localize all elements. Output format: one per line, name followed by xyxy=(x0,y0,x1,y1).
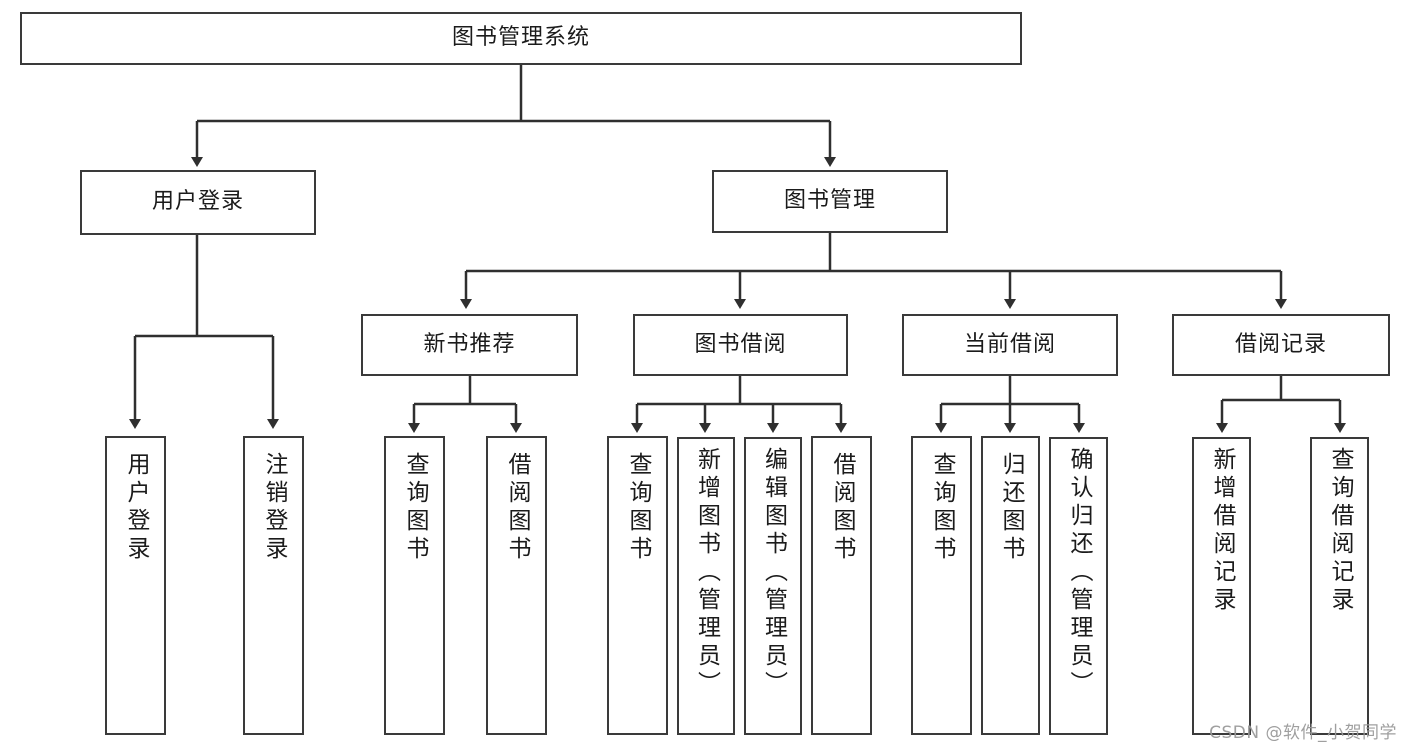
node-label: 查询借阅记录 xyxy=(1327,447,1353,615)
leaf-book-borrow-query-book[interactable]: 查询图书 xyxy=(607,436,668,735)
node-label: 编辑图书（管理员） xyxy=(760,447,787,699)
node-label: 当前借阅 xyxy=(963,331,1056,357)
node-label: 归还图书 xyxy=(998,452,1024,564)
leaf-book-borrow-borrow-book[interactable]: 借阅图书 xyxy=(811,436,872,735)
node-label: 注销登录 xyxy=(261,452,287,564)
node-user-login[interactable]: 用户登录 xyxy=(80,170,316,235)
leaf-borrow-record-add-record[interactable]: 新增借阅记录 xyxy=(1192,437,1251,735)
leaf-user-login-logout[interactable]: 注销登录 xyxy=(243,436,304,735)
node-borrow-record[interactable]: 借阅记录 xyxy=(1172,314,1390,376)
node-current-borrow[interactable]: 当前借阅 xyxy=(902,314,1118,376)
node-root-book-management-system[interactable]: 图书管理系统 xyxy=(20,12,1022,65)
node-label: 查询图书 xyxy=(625,452,651,564)
node-label: 借阅图书 xyxy=(829,452,855,564)
leaf-current-borrow-return-book[interactable]: 归还图书 xyxy=(981,436,1040,735)
node-label: 借阅图书 xyxy=(504,452,530,564)
leaf-new-book-query-book[interactable]: 查询图书 xyxy=(384,436,445,735)
node-label: 图书管理 xyxy=(783,188,876,214)
node-new-book-recommend[interactable]: 新书推荐 xyxy=(361,314,578,376)
leaf-borrow-record-query-record[interactable]: 查询借阅记录 xyxy=(1310,437,1369,735)
csdn-watermark: CSDN @软件_小贺同学 xyxy=(1209,723,1397,743)
node-book-borrow[interactable]: 图书借阅 xyxy=(633,314,848,376)
node-label: 用户登录 xyxy=(123,452,149,564)
leaf-current-borrow-query-book[interactable]: 查询图书 xyxy=(911,436,972,735)
node-label: 新书推荐 xyxy=(423,331,516,357)
node-label: 查询图书 xyxy=(929,452,955,564)
node-label: 图书借阅 xyxy=(694,331,787,357)
node-label: 确认归还（管理员） xyxy=(1066,447,1092,699)
leaf-book-borrow-add-book-admin[interactable]: 新增图书（管理员） xyxy=(677,437,735,735)
node-label: 借阅记录 xyxy=(1234,331,1327,357)
node-label: 新增图书（管理员） xyxy=(693,447,720,699)
leaf-current-borrow-confirm-return-admin[interactable]: 确认归还（管理员） xyxy=(1049,437,1108,735)
leaf-new-book-borrow-book[interactable]: 借阅图书 xyxy=(486,436,547,735)
node-label: 新增借阅记录 xyxy=(1209,447,1235,615)
leaf-user-login-login[interactable]: 用户登录 xyxy=(105,436,166,735)
node-label: 用户登录 xyxy=(151,189,244,215)
leaf-book-borrow-edit-book-admin[interactable]: 编辑图书（管理员） xyxy=(744,437,802,735)
node-label: 查询图书 xyxy=(402,452,428,564)
node-label: 图书管理系统 xyxy=(451,25,590,51)
node-book-management[interactable]: 图书管理 xyxy=(712,170,948,233)
